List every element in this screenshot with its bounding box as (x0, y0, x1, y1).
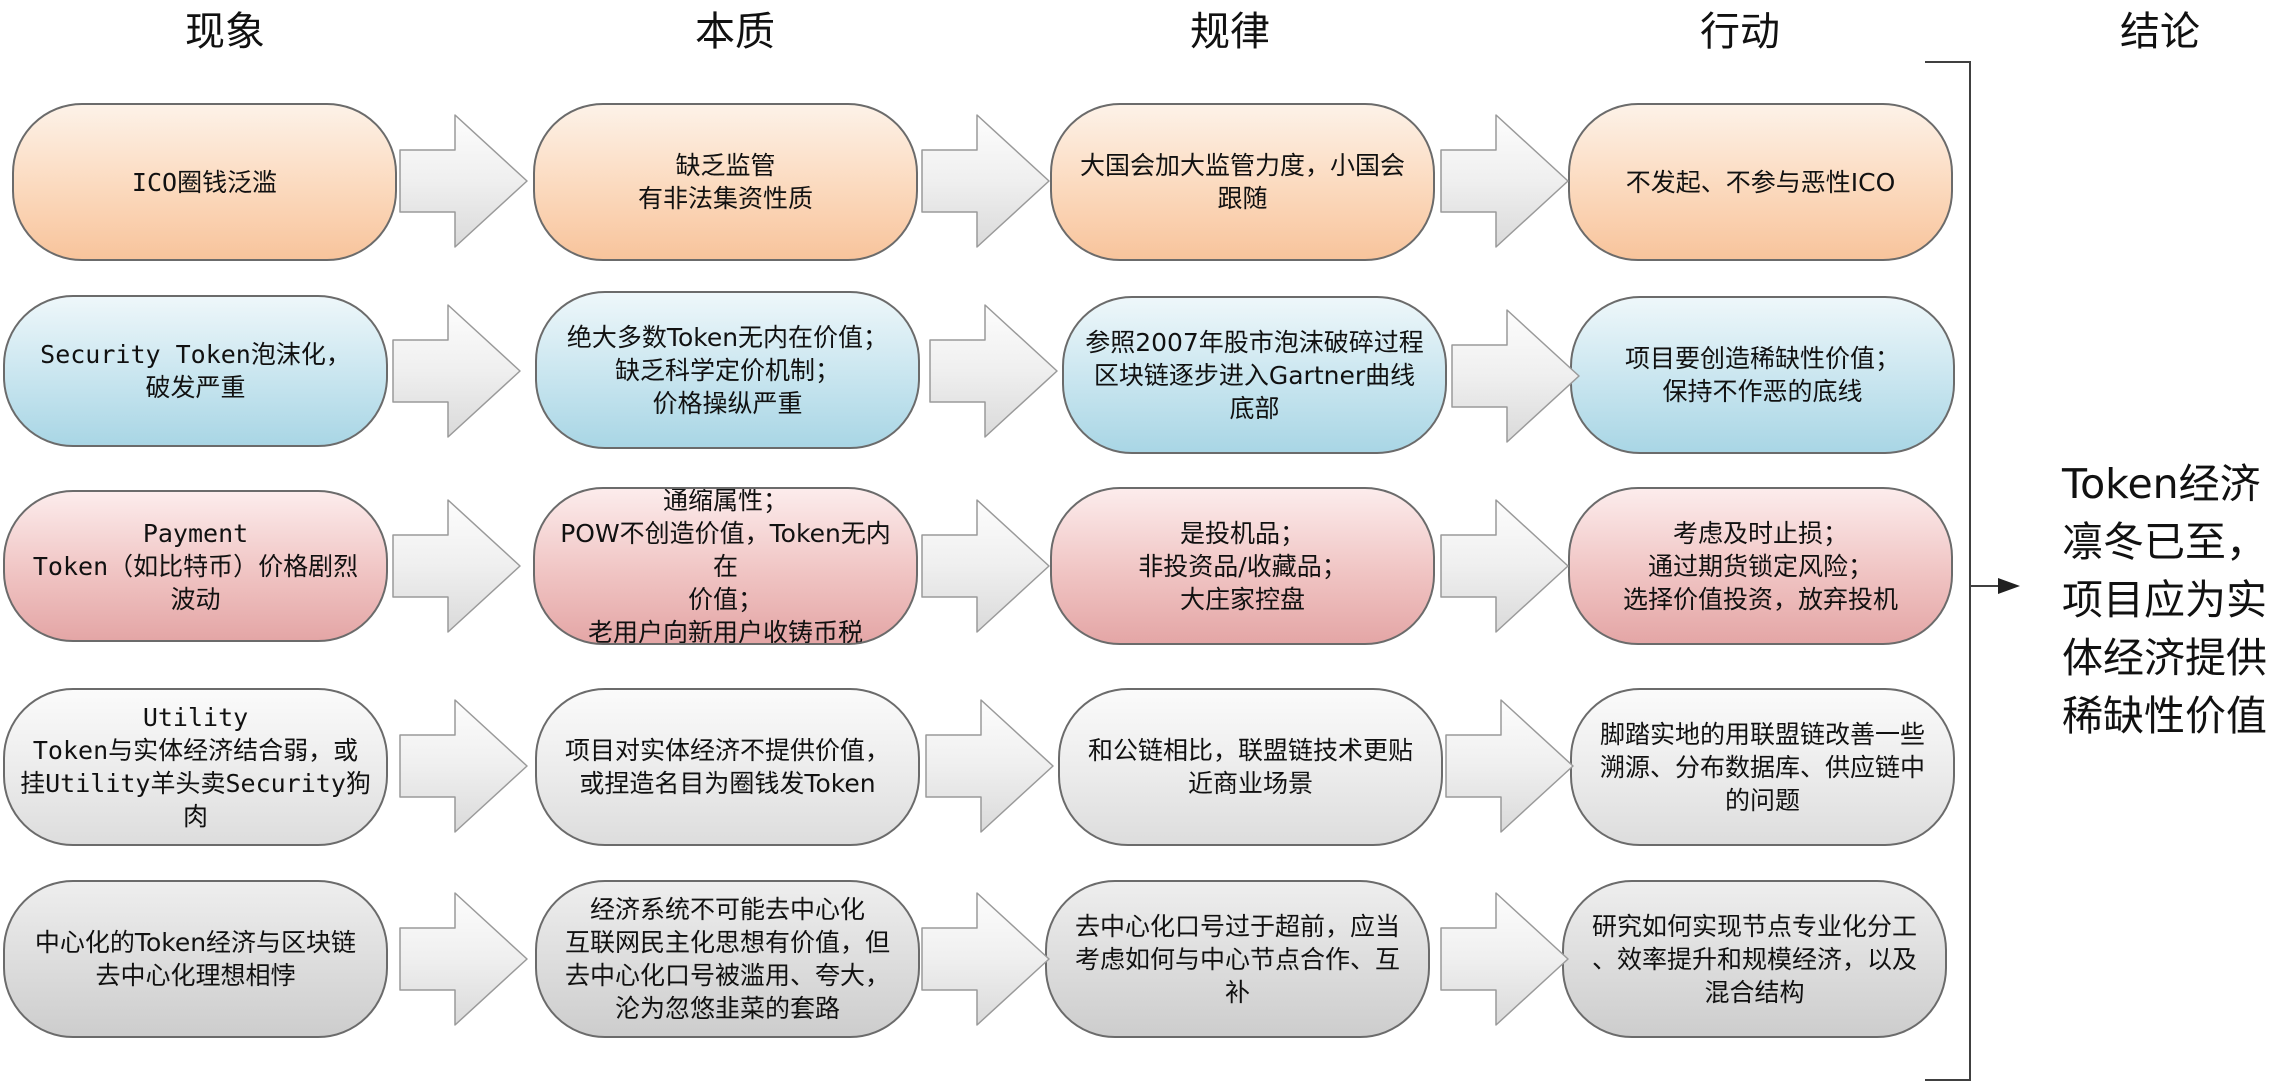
action-box-utility-token: 脚踏实地的用联盟链改善一些 溯源、分布数据库、供应链中 的问题 (1570, 688, 1955, 846)
header-conclusion: 结论 (2120, 9, 2200, 55)
arrow-right-icon (1440, 114, 1569, 248)
essence-box-security-token: 绝大多数Token无内在价值； 缺乏科学定价机制； 价格操纵严重 (535, 291, 920, 449)
arrow-right-icon (392, 499, 521, 633)
header-pattern: 规律 (1190, 9, 1270, 55)
arrow-right-icon (399, 699, 528, 833)
arrow-right-icon (1440, 499, 1569, 633)
phenomenon-box-payment-token: Payment Token（如比特币）价格剧烈 波动 (3, 490, 388, 642)
bracket (1925, 61, 2003, 1081)
action-box-decentralization: 研究如何实现节点专业化分工 、效率提升和规模经济，以及 混合结构 (1562, 880, 1947, 1038)
arrow-right-icon (921, 499, 1050, 633)
phenomenon-box-utility-token: Utility Token与实体经济结合弱，或 挂Utility羊头卖Secur… (3, 688, 388, 846)
arrow-right-icon (399, 892, 528, 1026)
header-phenomenon: 现象 (185, 9, 265, 55)
phenomenon-box-ico: ICO圈钱泛滥 (12, 103, 397, 261)
arrow-right-icon (1451, 309, 1580, 443)
phenomenon-box-decentralization: 中心化的Token经济与区块链 去中心化理想相悖 (3, 880, 388, 1038)
action-box-payment-token: 考虑及时止损； 通过期货锁定风险； 选择价值投资，放弃投机 (1568, 487, 1953, 645)
conclusion-text: Token经济 凛冬已至， 项目应为实 体经济提供 稀缺性价值 (2062, 460, 2267, 740)
pattern-box-decentralization: 去中心化口号过于超前，应当 考虑如何与中心节点合作、互 补 (1045, 880, 1430, 1038)
essence-box-utility-token: 项目对实体经济不提供价值， 或捏造名目为圈钱发Token (535, 688, 920, 846)
phenomenon-box-security-token: Security Token泡沫化， 破发严重 (3, 295, 388, 447)
arrow-right-icon (392, 304, 521, 438)
essence-box-payment-token: 通缩属性； POW不创造价值，Token无内在 价值； 老用户向新用户收铸币税 (533, 487, 918, 645)
arrow-right-icon (921, 114, 1050, 248)
pattern-box-ico: 大国会加大监管力度，小国会 跟随 (1050, 103, 1435, 261)
pattern-box-utility-token: 和公链相比，联盟链技术更贴 近商业场景 (1058, 688, 1443, 846)
arrow-right-icon (929, 304, 1058, 438)
header-essence: 本质 (695, 9, 775, 55)
arrow-right-icon (1440, 892, 1569, 1026)
pattern-box-payment-token: 是投机品； 非投资品/收藏品； 大庄家控盘 (1050, 487, 1435, 645)
arrow-right-icon (1445, 699, 1574, 833)
arrowhead-icon (1998, 578, 2020, 594)
header-action: 行动 (1700, 9, 1780, 55)
essence-box-ico: 缺乏监管 有非法集资性质 (533, 103, 918, 261)
pattern-box-security-token: 参照2007年股市泡沫破碎过程 区块链逐步进入Gartner曲线 底部 (1062, 296, 1447, 454)
action-box-security-token: 项目要创造稀缺性价值； 保持不作恶的底线 (1570, 296, 1955, 454)
action-box-ico: 不发起、不参与恶性ICO (1568, 103, 1953, 261)
arrow-right-icon (925, 699, 1054, 833)
arrow-right-icon (399, 114, 528, 248)
essence-box-decentralization: 经济系统不可能去中心化 互联网民主化思想有价值，但 去中心化口号被滥用、夸大， … (535, 880, 920, 1038)
arrow-right-icon (921, 892, 1050, 1026)
